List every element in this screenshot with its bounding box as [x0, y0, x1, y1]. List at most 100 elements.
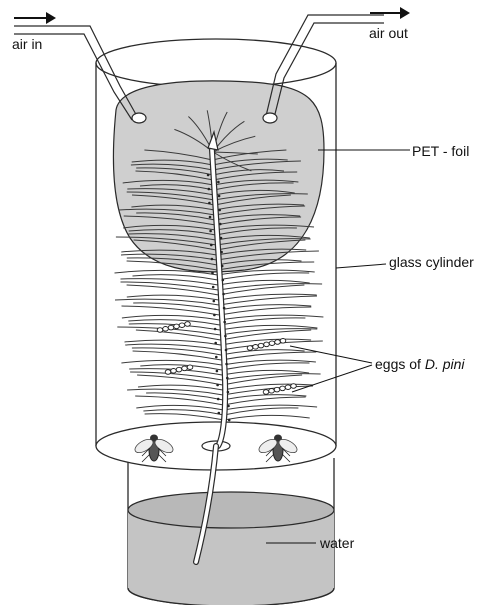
stem-dot [213, 300, 216, 303]
eggs-leader-2 [292, 365, 372, 392]
label-water: water [320, 535, 354, 551]
egg [174, 324, 180, 329]
egg [176, 367, 182, 372]
needle [127, 285, 219, 295]
egg [157, 328, 163, 333]
stem-dot [223, 321, 226, 324]
air-out-arrow [370, 7, 410, 19]
label-air-out: air out [369, 25, 408, 41]
stem-dot [223, 307, 226, 310]
cylinder-leader [336, 264, 386, 268]
stem-dot [217, 398, 220, 401]
egg [280, 339, 286, 344]
stem-dot [227, 391, 230, 394]
needle [220, 318, 306, 325]
stem-dot [225, 363, 228, 366]
egg [247, 346, 253, 351]
egg [269, 389, 275, 394]
label-air-in: air in [12, 36, 42, 52]
needle [224, 408, 299, 415]
egg [258, 343, 264, 348]
stem-dot [228, 419, 231, 422]
egg [187, 365, 193, 370]
egg [163, 327, 169, 332]
label-eggs-species: D. pini [425, 356, 465, 372]
egg [253, 345, 259, 350]
stem-dot [216, 370, 219, 373]
stem-dot [208, 202, 211, 205]
needle [218, 273, 309, 280]
egg [280, 386, 286, 391]
needle [222, 374, 320, 380]
egg [168, 325, 174, 330]
needle [122, 315, 220, 320]
stem-dot [220, 237, 223, 240]
needle [115, 299, 219, 305]
needle [224, 415, 310, 420]
egg [269, 341, 275, 346]
needle [220, 315, 324, 320]
label-glass-cylinder: glass cylinder [389, 254, 474, 270]
egg [263, 390, 269, 395]
stem-dot [222, 293, 225, 296]
needle [219, 285, 305, 295]
egg [285, 385, 291, 390]
needle [127, 389, 223, 395]
needle [222, 363, 310, 370]
stem-dot [226, 377, 229, 380]
stem-dot [214, 328, 217, 331]
cylinder-top-rim [96, 39, 336, 87]
stem-dot [211, 258, 214, 261]
needle [137, 375, 223, 385]
needle [221, 352, 316, 360]
stem-dot [218, 195, 221, 198]
stem-dot [218, 412, 221, 415]
egg [291, 384, 297, 389]
air-in-arrow [14, 12, 56, 24]
stem-dot [210, 244, 213, 247]
stem-dot [209, 230, 212, 233]
stem-dot [221, 265, 224, 268]
stem-dot [211, 272, 214, 275]
needle [145, 414, 225, 420]
egg [264, 342, 270, 347]
egg [182, 366, 188, 371]
stem-dot [207, 174, 210, 177]
stem-dot [227, 405, 230, 408]
needle [133, 275, 218, 280]
egg [171, 369, 177, 374]
needle [223, 375, 303, 385]
label-pet-foil: PET - foil [412, 143, 469, 159]
needle [136, 330, 221, 340]
stem-dot [215, 356, 218, 359]
stem-dot [209, 216, 212, 219]
needle [221, 330, 312, 340]
egg [179, 323, 185, 328]
needle [224, 405, 317, 410]
stem-dot [222, 279, 225, 282]
stem-dot [208, 188, 211, 191]
stem-dot [212, 286, 215, 289]
air-in-port [132, 113, 146, 123]
stem-dot [224, 335, 227, 338]
egg [165, 370, 171, 375]
egg [275, 340, 281, 345]
needle [220, 329, 317, 335]
stem-dot [225, 349, 228, 352]
water-vessel [128, 458, 334, 605]
stem-dot [213, 314, 216, 317]
water-surface [128, 492, 334, 528]
stem-dot [216, 384, 219, 387]
stem-dot [218, 209, 221, 212]
stem-dot [219, 223, 222, 226]
needle [218, 284, 322, 290]
label-eggs-prefix: eggs of [375, 356, 425, 372]
stem-dot [220, 251, 223, 254]
label-eggs: eggs of D. pini [375, 356, 465, 372]
egg [274, 387, 280, 392]
stem-dot [217, 181, 220, 184]
air-out-port [263, 113, 277, 123]
stem-dot [214, 342, 217, 345]
egg [185, 322, 191, 327]
